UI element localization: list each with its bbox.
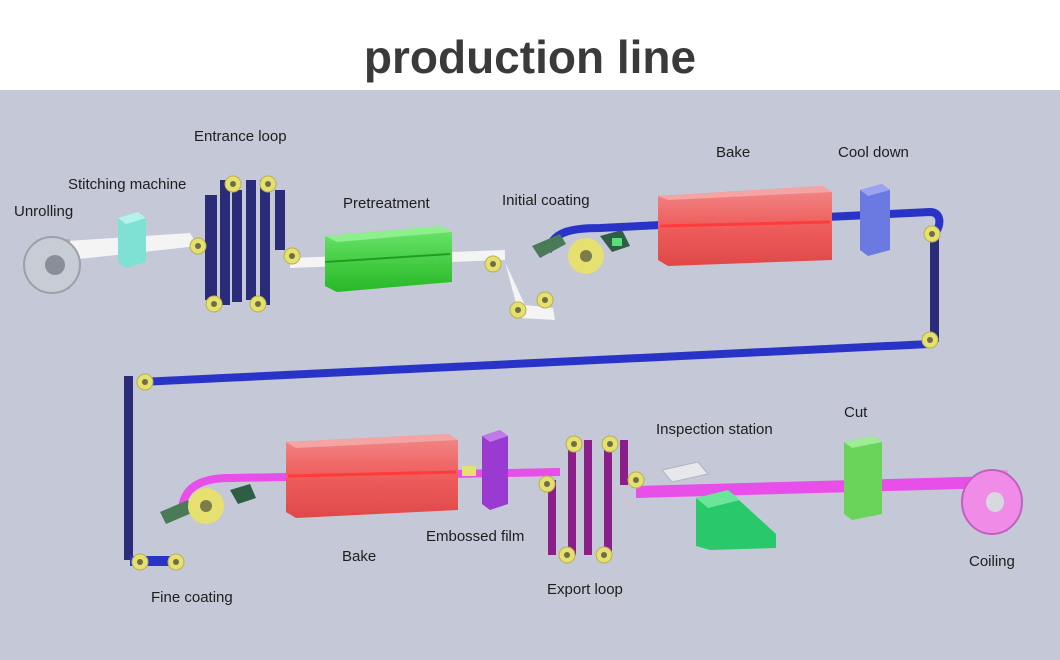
guide-roller: [565, 435, 583, 453]
embossed-film-unit: [462, 430, 508, 510]
bake-oven-bottom: [286, 434, 458, 518]
label-coiling: Coiling: [969, 553, 1015, 570]
page-title: production line: [363, 31, 697, 83]
label-cut: Cut: [844, 404, 868, 421]
label-cool-down: Cool down: [838, 144, 909, 161]
guide-roller: [167, 553, 185, 571]
guide-roller: [224, 175, 242, 193]
guide-roller: [601, 435, 619, 453]
label-fine-coating: Fine coating: [151, 589, 233, 606]
guide-roller: [627, 471, 645, 489]
cut-unit: [844, 436, 882, 520]
guide-roller: [259, 175, 277, 193]
label-embossed-film: Embossed film: [426, 528, 524, 545]
initial-coating-unit: [532, 230, 630, 274]
label-entrance-loop: Entrance loop: [194, 128, 287, 145]
guide-roller: [509, 301, 527, 319]
cool-down-unit: [860, 184, 890, 256]
guide-roller: [923, 225, 941, 243]
export-loop: [548, 440, 628, 555]
label-initial-coating: Initial coating: [502, 192, 590, 209]
label-export-loop: Export loop: [547, 581, 623, 598]
production-line-diagram: Entrance loop Stitching machine Unrollin…: [0, 90, 1060, 660]
guide-roller: [558, 546, 576, 564]
guide-roller: [484, 255, 502, 273]
guide-roller: [131, 553, 149, 571]
stitching-machine: [118, 212, 146, 268]
label-pretreatment: Pretreatment: [343, 195, 431, 212]
entrance-loop: [205, 180, 285, 305]
guide-roller: [249, 295, 267, 313]
guide-roller: [189, 237, 207, 255]
label-bake-top: Bake: [716, 144, 750, 161]
guide-roller: [536, 291, 554, 309]
pretreatment-unit: [324, 226, 452, 292]
rollers: [131, 175, 941, 571]
label-inspection-station: Inspection station: [656, 421, 773, 438]
bake-oven-top: [658, 186, 832, 266]
label-stitching-machine: Stitching machine: [68, 176, 186, 193]
label-unrolling: Unrolling: [14, 203, 73, 220]
guide-roller: [205, 295, 223, 313]
label-bake-bottom: Bake: [342, 548, 376, 565]
guide-roller: [595, 546, 613, 564]
guide-roller: [921, 331, 939, 349]
guide-roller: [538, 475, 556, 493]
guide-roller: [283, 247, 301, 265]
guide-roller: [136, 373, 154, 391]
coiling-coil: [961, 469, 1023, 535]
inspection-station: [661, 461, 776, 550]
fine-coating-unit: [160, 484, 256, 524]
unrolling-coil: [23, 236, 81, 294]
